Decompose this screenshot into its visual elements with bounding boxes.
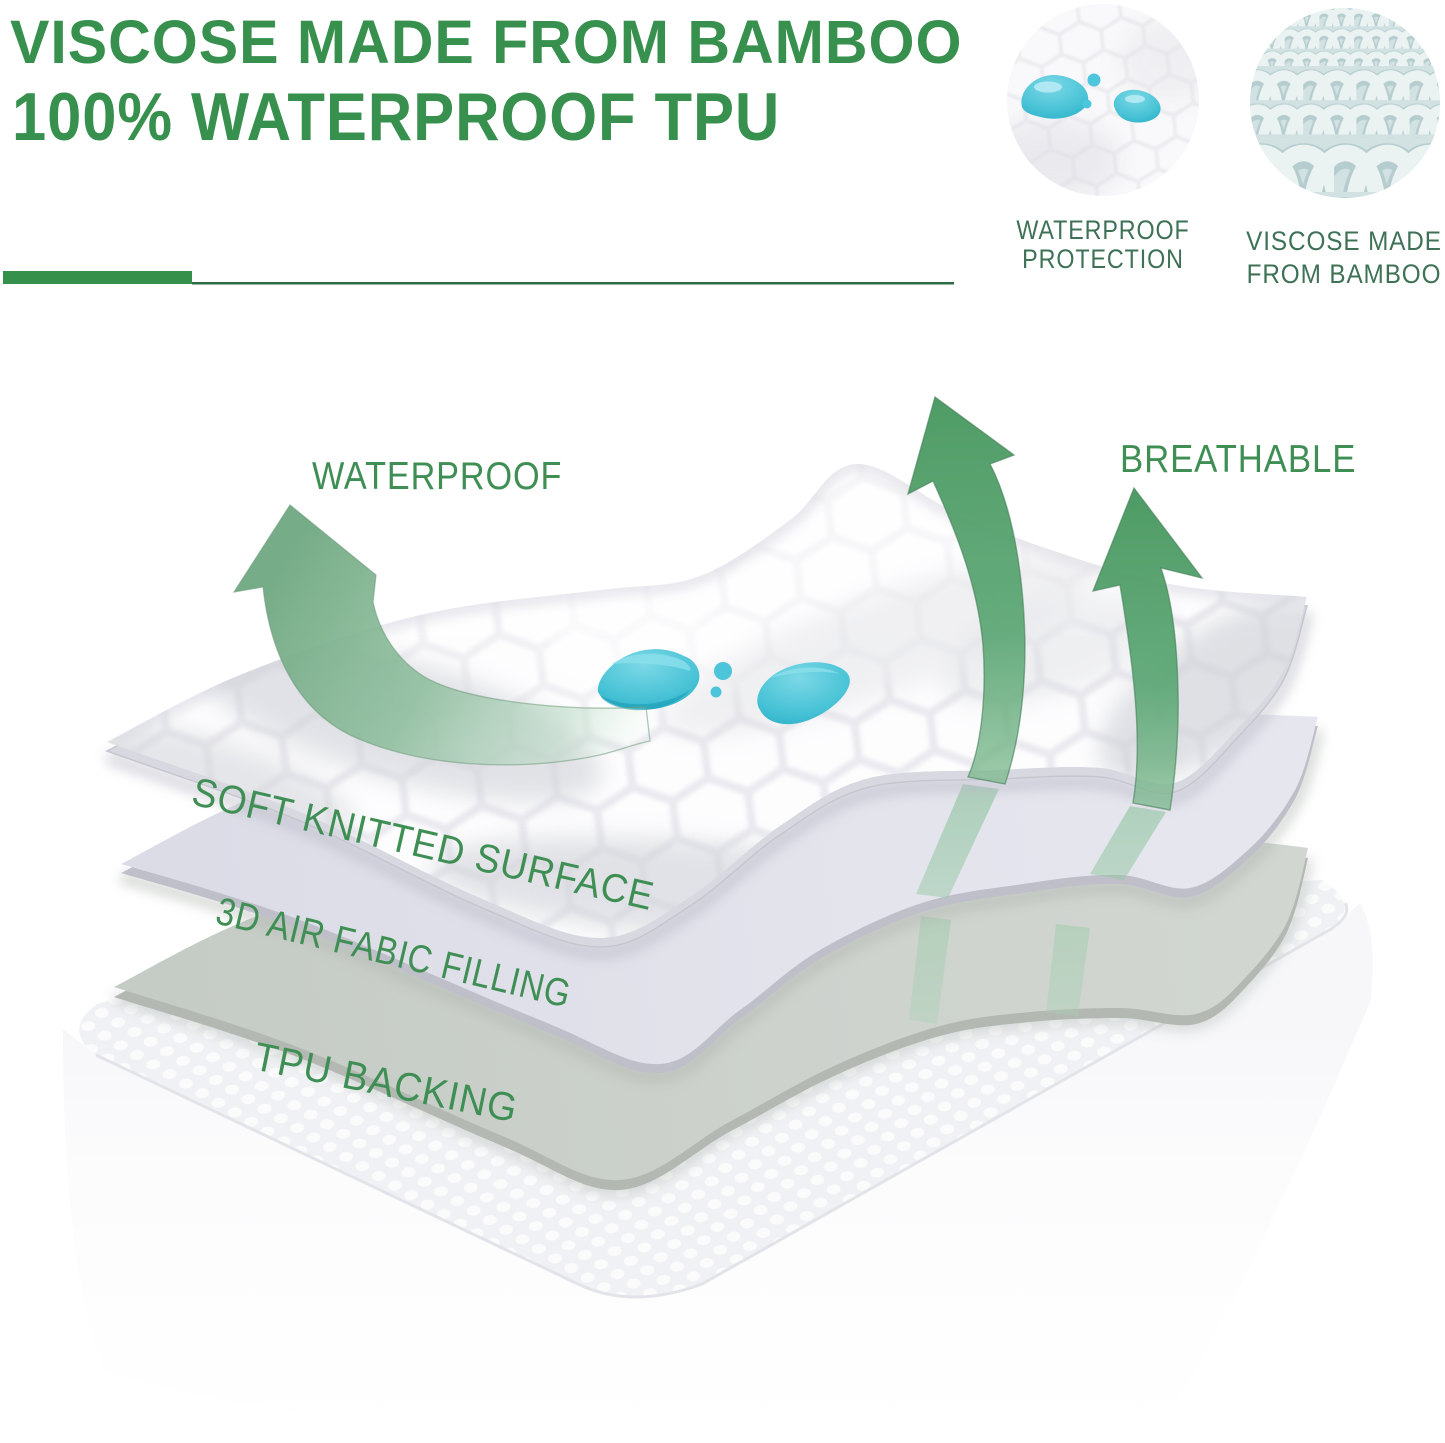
- svg-text:WATERPROOF: WATERPROOF: [1016, 216, 1189, 246]
- svg-text:VISCOSE MADE: VISCOSE MADE: [1246, 227, 1442, 256]
- svg-text:BREATHABLE: BREATHABLE: [1120, 437, 1356, 480]
- svg-text:WATERPROOF: WATERPROOF: [312, 454, 562, 498]
- svg-text:PROTECTION: PROTECTION: [1022, 245, 1184, 275]
- svg-text:100% WATERPROOF TPU: 100% WATERPROOF TPU: [12, 78, 780, 155]
- svg-text:VISCOSE MADE FROM BAMBOO: VISCOSE MADE FROM BAMBOO: [10, 8, 962, 76]
- svg-text:FROM BAMBOO: FROM BAMBOO: [1247, 260, 1442, 289]
